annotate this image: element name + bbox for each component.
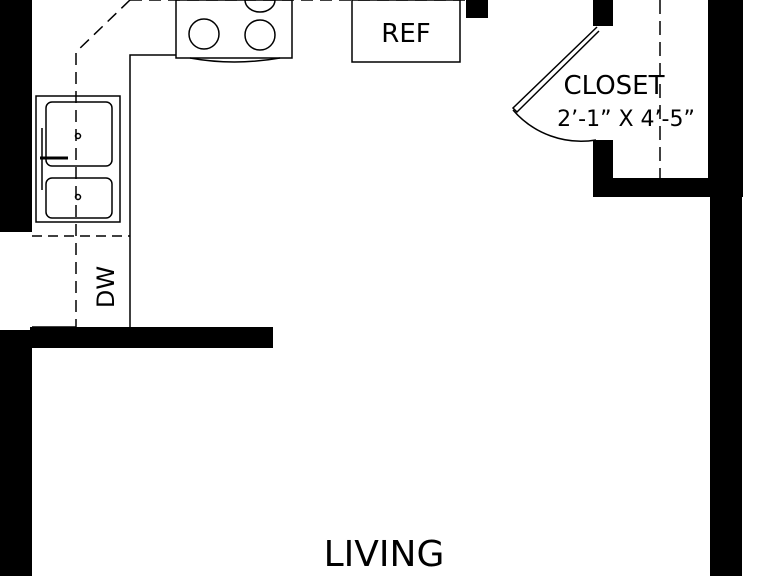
closet-label: CLOSET — [564, 71, 665, 101]
drain-icon-lower — [74, 193, 82, 201]
stove-front-curve — [189, 57, 281, 63]
kitchen-sink — [35, 95, 121, 223]
top-wall-stub — [466, 0, 488, 18]
right-wall-lower — [710, 190, 742, 576]
dishwasher-label: DW — [92, 266, 120, 308]
stove-body — [175, 0, 293, 59]
refrigerator: REF — [351, 0, 461, 63]
closet: CLOSET 2’-1” X 4’-5” — [511, 0, 695, 178]
burner-front-left — [188, 18, 220, 50]
drain-icon — [74, 132, 82, 140]
living-room: LIVING — [324, 534, 445, 575]
closet-dimensions: 2’-1” X 4’-5” — [557, 107, 695, 132]
refrigerator-box — [351, 0, 461, 63]
counter-dashed-edge — [75, 0, 131, 327]
left-wall-lower — [0, 330, 32, 576]
counter-outlines — [32, 0, 466, 328]
sink-basin-lower — [45, 177, 113, 219]
closet-bottom-wall — [593, 178, 718, 197]
right-wall-upper — [708, 0, 743, 197]
burner-front-right — [244, 19, 276, 51]
kitchen-partition-wall — [30, 327, 273, 348]
closet-door-leaf — [511, 26, 600, 114]
burner-back-right — [244, 0, 276, 13]
refrigerator-label: REF — [381, 19, 430, 49]
walls — [0, 0, 743, 576]
counter-front-edge — [129, 54, 176, 327]
range-stove — [175, 0, 293, 63]
closet-jamb-top — [593, 0, 613, 26]
closet-door-swing-arc — [512, 109, 597, 142]
sink-outer — [35, 95, 121, 223]
sink-basin-upper — [45, 101, 113, 167]
left-wall-upper — [0, 0, 32, 232]
dishwasher: DW — [92, 266, 120, 308]
living-label: LIVING — [324, 534, 445, 575]
